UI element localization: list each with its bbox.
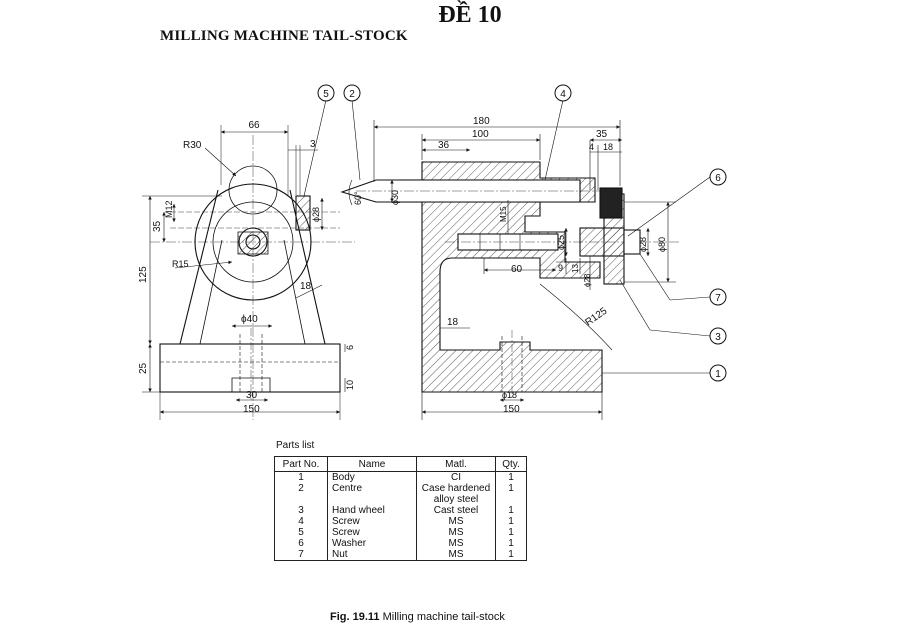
dim-m12: M12 bbox=[164, 200, 174, 218]
dim-30: 30 bbox=[246, 390, 258, 401]
svg-text:4: 4 bbox=[560, 89, 566, 100]
balloon-1: 1 bbox=[709, 364, 727, 382]
balloon-3: 3 bbox=[709, 327, 727, 345]
dim-phi28-right: ϕ28 bbox=[638, 237, 648, 252]
svg-text:3: 3 bbox=[715, 332, 721, 343]
dim-4: 4 bbox=[589, 142, 594, 152]
dim-18: 18 bbox=[300, 281, 312, 292]
dim-66: 66 bbox=[248, 120, 260, 131]
page-title: ĐỀ 10 bbox=[438, 2, 502, 28]
dim-r125: R125 bbox=[583, 305, 609, 328]
dim-angle-60: 60° bbox=[353, 191, 363, 205]
dim-phi80: ϕ80 bbox=[657, 237, 667, 252]
svg-text:5: 5 bbox=[323, 89, 329, 100]
dim-m15: M15 bbox=[499, 206, 508, 222]
parts-list-caption: Parts list bbox=[276, 440, 315, 451]
dim-3: 3 bbox=[310, 139, 316, 150]
dim-r30: R30 bbox=[183, 140, 202, 151]
dim-phi40: ϕ40 bbox=[241, 314, 258, 325]
figure-caption: Fig. 19.11 Milling machine tail-stock bbox=[330, 611, 505, 623]
col-matl: Matl. bbox=[416, 456, 496, 472]
dim-13: 13 bbox=[571, 264, 580, 273]
col-part-no: Part No. bbox=[274, 456, 328, 472]
svg-text:2: 2 bbox=[349, 89, 355, 100]
dim-phi18: ϕ18 bbox=[502, 390, 517, 400]
dim-6: 6 bbox=[345, 345, 355, 350]
dim-r15: R15 bbox=[172, 259, 189, 269]
dim-36: 36 bbox=[438, 140, 450, 151]
dim-18-lower: 18 bbox=[447, 317, 459, 328]
balloon-7: 7 bbox=[709, 288, 727, 306]
dim-25: 25 bbox=[138, 362, 149, 374]
balloon-2: 2 bbox=[343, 84, 361, 102]
parts-header-row: Part No. Name Matl. Qty. bbox=[274, 456, 527, 472]
dim-phi28-lower: ϕ28 bbox=[583, 273, 592, 287]
svg-text:6: 6 bbox=[715, 173, 721, 184]
col-qty: Qty. bbox=[495, 456, 527, 472]
dim-35-right: 35 bbox=[596, 129, 608, 140]
dim-100: 100 bbox=[472, 129, 489, 140]
dim-phi25: ϕ25 bbox=[556, 235, 566, 250]
sectional-view bbox=[340, 161, 680, 400]
figure-label: Fig. 19.11 bbox=[330, 611, 380, 623]
dim-180: 180 bbox=[473, 116, 490, 127]
balloon-5: 5 bbox=[317, 84, 335, 102]
figure-text: Milling machine tail-stock bbox=[382, 611, 505, 623]
dim-10: 10 bbox=[345, 380, 355, 390]
dim-150: 150 bbox=[243, 404, 260, 415]
dim-60: 60 bbox=[511, 264, 523, 275]
sectional-view-dimensions bbox=[348, 99, 711, 420]
part-balloons: 5 2 4 6 7 3 1 bbox=[317, 84, 727, 382]
svg-text:1: 1 bbox=[715, 369, 721, 380]
drawing-title: MILLING MACHINE TAIL-STOCK bbox=[160, 28, 408, 44]
col-name: Name bbox=[327, 456, 417, 472]
balloon-6: 6 bbox=[709, 168, 727, 186]
end-view bbox=[142, 99, 361, 420]
dim-9: 9 bbox=[558, 263, 563, 273]
dim-125: 125 bbox=[138, 266, 149, 283]
dim-150-right: 150 bbox=[503, 404, 520, 415]
svg-text:7: 7 bbox=[715, 293, 721, 304]
dim-phi30: ϕ30 bbox=[390, 190, 400, 205]
dim-phi28: ϕ28 bbox=[311, 207, 321, 222]
dim-35: 35 bbox=[152, 220, 163, 232]
dim-18-right: 18 bbox=[603, 142, 613, 152]
balloon-4: 4 bbox=[554, 84, 572, 102]
